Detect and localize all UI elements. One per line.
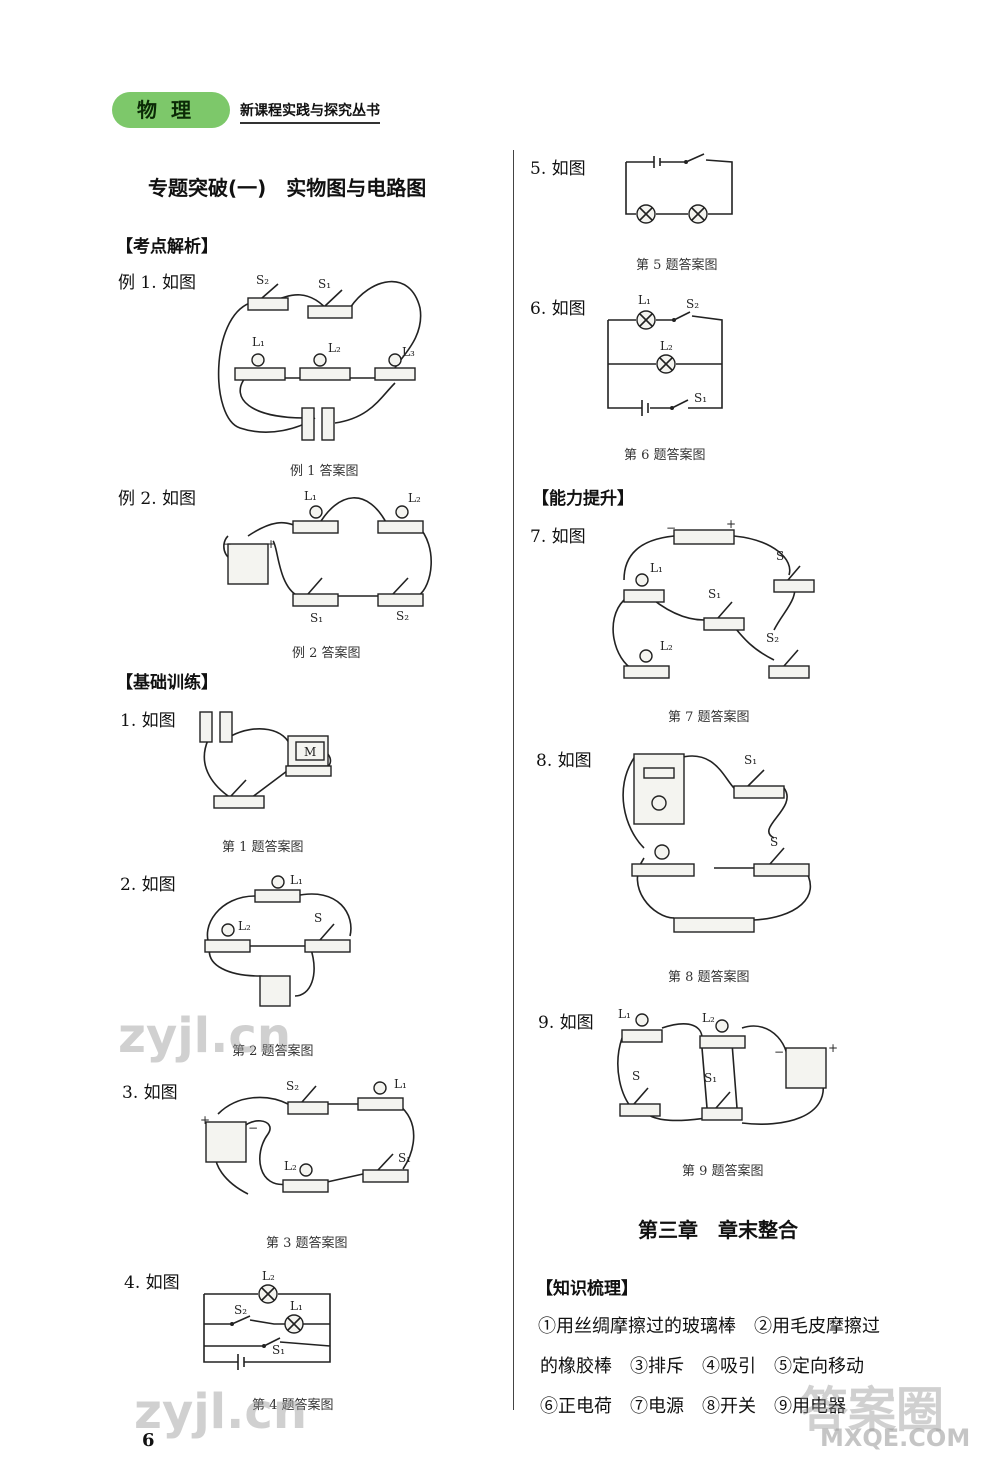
q2-label-l1: L₁ <box>290 873 303 887</box>
ex1-label-l1: L₁ <box>252 335 265 349</box>
column-divider <box>513 150 514 1410</box>
q6-label-s1: S₁ <box>694 391 707 405</box>
q3-circuit-figure: + − S₂ L₁ L₂ S₁ <box>200 1077 415 1195</box>
q1-caption: 第 1 题答案图 <box>222 840 304 855</box>
q9-label-l2: L₂ <box>702 1011 715 1025</box>
ex1-label: 例 1. 如图 <box>118 273 197 293</box>
q7-label-s2: S₂ <box>766 631 779 645</box>
section-jichu: 【基础训练】 <box>116 673 218 693</box>
watermark-zyjl-2: zyjl.cn <box>134 1384 307 1440</box>
ex2-label-s1: S₁ <box>310 611 323 625</box>
q2-label: 2. 如图 <box>120 875 176 895</box>
section-zhishi: 【知识梳理】 <box>536 1279 638 1299</box>
q8-circuit-figure: S₁ S <box>622 753 811 933</box>
q3-caption: 第 3 题答案图 <box>266 1236 348 1251</box>
q4-label-s1: S₁ <box>272 1343 285 1357</box>
q2-circuit-figure: L₁ L₂ S <box>204 873 352 1007</box>
summary-line-3: ⑥正电荷 ⑦电源 ⑧开关 ⑨用电器 <box>540 1396 846 1417</box>
q8-caption: 第 8 题答案图 <box>668 970 750 985</box>
q5-caption: 第 5 题答案图 <box>636 258 718 273</box>
q8-label-s: S <box>770 835 778 849</box>
ex2-caption: 例 2 答案图 <box>292 646 361 661</box>
q3-label: 3. 如图 <box>122 1083 178 1103</box>
q2-label-s: S <box>314 911 322 925</box>
ex1-label-l3: L₃ <box>402 345 415 359</box>
q6-label-l1: L₁ <box>638 293 651 307</box>
ex2-label-l1: L₁ <box>304 489 317 503</box>
summary-line-1: ①用丝绸摩擦过的玻璃棒 ②用毛皮摩擦过 <box>538 1316 880 1337</box>
q7-caption: 第 7 题答案图 <box>668 710 750 725</box>
q9-caption: 第 9 题答案图 <box>682 1164 764 1179</box>
q7-plus: + <box>726 517 736 531</box>
q7-label-l2: L₂ <box>660 639 673 653</box>
page-number: 6 <box>142 1430 155 1451</box>
q3-label-s1: S₁ <box>398 1151 411 1165</box>
q6-caption: 第 6 题答案图 <box>624 448 706 463</box>
ex2-plus: + <box>266 537 276 551</box>
q9-label-s: S <box>632 1069 640 1083</box>
ex1-label-s2: S₂ <box>256 273 269 287</box>
ex2-label: 例 2. 如图 <box>118 489 197 509</box>
q4-circuit-figure: L₂ S₂ L₁ S₁ <box>203 1269 331 1370</box>
q3-plus: + <box>200 1113 210 1127</box>
topic-title: 专题突破(一) 实物图与电路图 <box>148 176 427 200</box>
ex2-label-l2: L₂ <box>408 491 421 505</box>
q1-label: 1. 如图 <box>120 711 176 731</box>
q2-caption: 第 2 题答案图 <box>232 1044 314 1059</box>
ex1-label-l2: L₂ <box>328 341 341 355</box>
q9-circuit-figure: L₁ L₂ − + S S₁ <box>617 1007 838 1125</box>
q8-label-s1: S₁ <box>744 753 757 767</box>
ex2-label-s2: S₂ <box>396 609 409 623</box>
q5-label: 5. 如图 <box>530 159 586 179</box>
q5-circuit-figure <box>625 153 733 224</box>
ex1-circuit-figure: S₂ S₁ L₁ L₂ L₃ <box>217 273 422 441</box>
q4-label-s2: S₂ <box>234 1303 247 1317</box>
q9-label-s1: S₁ <box>704 1071 717 1085</box>
q8-label: 8. 如图 <box>536 751 592 771</box>
q9-label-l1: L₁ <box>618 1007 631 1021</box>
section-kaodian: 【考点解析】 <box>116 237 218 257</box>
q1-motor: M <box>304 745 316 759</box>
q2-label-l2: L₂ <box>238 919 251 933</box>
section-nengli: 【能力提升】 <box>532 489 634 509</box>
q3-label-s2: S₂ <box>286 1079 299 1093</box>
q3-label-l2: L₂ <box>284 1159 297 1173</box>
q1-circuit-figure: M <box>199 711 332 809</box>
ex1-caption: 例 1 答案图 <box>290 464 359 479</box>
q3-label-l1: L₁ <box>394 1077 407 1091</box>
q6-label-s2: S₂ <box>686 297 699 311</box>
series-title: 新课程实践与探究丛书 <box>240 100 380 124</box>
watermark-zyjl-1: zyjl.cn <box>118 1008 291 1064</box>
q3-minus: − <box>248 1121 258 1135</box>
q7-label: 7. 如图 <box>530 527 586 547</box>
q7-label-l1: L₁ <box>650 561 663 575</box>
ex1-label-s1: S₁ <box>318 277 331 291</box>
watermark-daanquan: 答案圈 <box>800 1382 945 1438</box>
q6-label-l2: L₂ <box>660 339 673 353</box>
q7-label-s1: S₁ <box>708 587 721 601</box>
summary-line-2: 的橡胶棒 ③排斥 ④吸引 ⑤定向移动 <box>540 1356 864 1377</box>
q6-label: 6. 如图 <box>530 299 586 319</box>
q4-label-l2: L₂ <box>262 1269 275 1283</box>
watermark-mxqe: MXQE.COM <box>820 1424 971 1452</box>
q7-label-s: S <box>776 549 784 563</box>
q9-label: 9. 如图 <box>538 1013 594 1033</box>
q7-minus: − <box>666 521 676 535</box>
subject-badge: 物理 <box>112 92 230 128</box>
ex2-minus: − <box>222 537 232 551</box>
q9-minus: − <box>774 1045 784 1059</box>
q7-circuit-figure: − + L₁ S S₁ L₂ S₂ <box>612 517 815 679</box>
ex2-circuit-figure: − + L₁ L₂ S₁ S₂ <box>222 489 432 625</box>
q6-circuit-figure: L₁ S₂ L₂ S₁ <box>607 293 723 416</box>
chapter-title: 第三章 章末整合 <box>638 1218 798 1242</box>
q4-caption: 第 4 题答案图 <box>252 1398 334 1413</box>
q9-plus: + <box>828 1041 838 1055</box>
q4-label-l1: L₁ <box>290 1299 303 1313</box>
q4-label: 4. 如图 <box>124 1273 180 1293</box>
